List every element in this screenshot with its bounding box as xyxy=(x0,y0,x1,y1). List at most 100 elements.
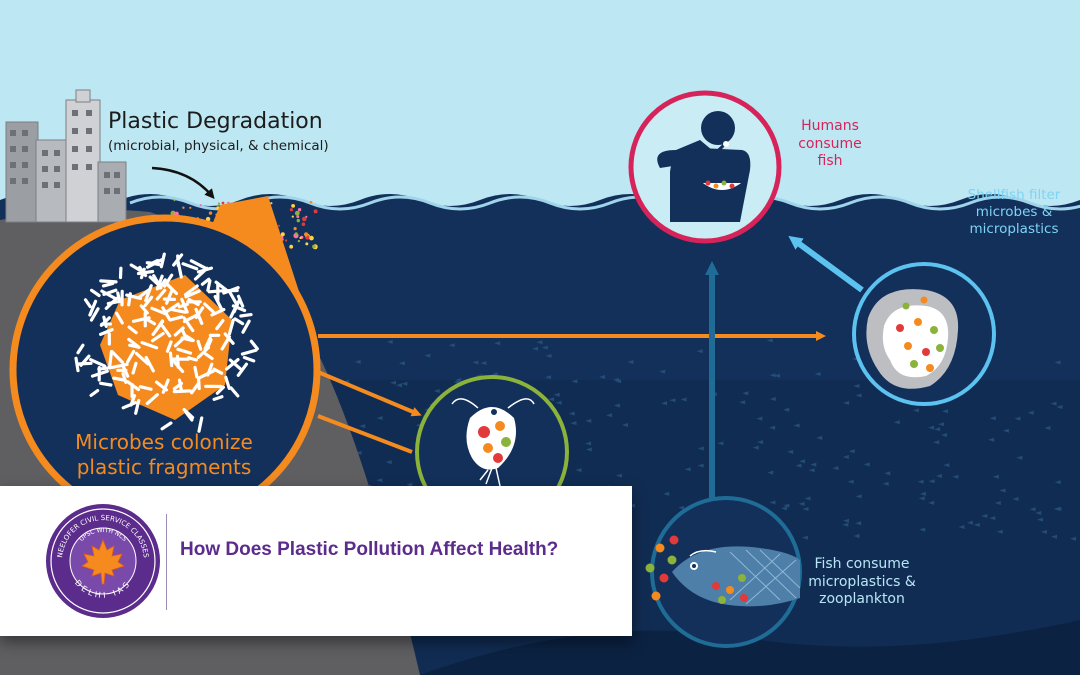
small-fish xyxy=(757,440,764,445)
small-fish xyxy=(769,373,776,378)
microbe xyxy=(99,279,118,284)
microbe xyxy=(89,307,100,322)
small-fish xyxy=(804,496,811,501)
small-fish xyxy=(376,416,383,421)
microbe xyxy=(223,332,235,345)
plastic-particle xyxy=(291,215,294,218)
plastic-particle xyxy=(289,208,293,212)
small-fish xyxy=(981,514,988,518)
small-fish xyxy=(424,353,431,358)
microbe xyxy=(160,421,173,431)
microbes-label-line: plastic fragments xyxy=(76,455,252,479)
oyster-icon xyxy=(852,262,996,406)
small-fish xyxy=(613,377,619,382)
small-fish xyxy=(448,343,455,348)
microbe xyxy=(129,263,142,272)
small-fish xyxy=(918,496,925,501)
microbe xyxy=(177,302,189,309)
small-fish xyxy=(799,459,806,464)
small-fish xyxy=(769,425,776,430)
microbe xyxy=(177,378,184,393)
human-eating-icon xyxy=(628,90,782,244)
small-fish xyxy=(669,398,676,403)
plastic-particle xyxy=(302,216,307,222)
small-fish xyxy=(1054,480,1061,485)
small-fish xyxy=(599,375,605,379)
microbe xyxy=(89,358,107,368)
small-fish xyxy=(769,500,776,505)
small-fish xyxy=(1053,506,1060,511)
small-fish xyxy=(928,500,935,505)
microbe xyxy=(184,334,195,343)
microbe xyxy=(213,295,223,310)
microbe xyxy=(97,365,117,371)
small-fish xyxy=(1044,426,1051,430)
microbe xyxy=(128,343,140,349)
plastic-particle xyxy=(309,200,313,204)
microbe xyxy=(151,332,165,343)
small-fish xyxy=(952,474,959,479)
small-fish xyxy=(853,384,860,388)
small-fish xyxy=(816,435,823,440)
microbe xyxy=(176,260,183,279)
small-fish xyxy=(1027,410,1034,415)
microbe xyxy=(127,292,132,307)
small-fish xyxy=(774,373,780,378)
microbe xyxy=(228,358,242,370)
plastic-particle xyxy=(297,239,301,243)
small-fish xyxy=(801,535,808,540)
plastic-particle xyxy=(305,242,309,246)
microbe xyxy=(125,349,136,364)
small-fish xyxy=(989,516,996,521)
small-fish xyxy=(855,393,862,398)
small-fish xyxy=(1054,360,1061,365)
humans-label-line: Humans xyxy=(801,118,859,134)
microbe xyxy=(165,302,180,314)
small-fish xyxy=(585,441,592,446)
microbe xyxy=(210,307,226,317)
small-fish xyxy=(842,455,849,459)
plastic-particle xyxy=(173,199,176,202)
plastic-particle xyxy=(289,244,294,249)
small-fish xyxy=(406,482,413,487)
microbe xyxy=(121,401,137,410)
microbe xyxy=(136,269,155,276)
diagram-title: Plastic Degradation xyxy=(108,109,323,134)
microbe xyxy=(215,385,225,395)
microbe xyxy=(150,306,168,316)
small-fish xyxy=(536,340,543,345)
microbe xyxy=(165,288,174,305)
small-fish xyxy=(545,375,551,380)
microbe xyxy=(193,266,209,281)
microbe xyxy=(228,290,238,306)
microbe xyxy=(76,361,93,366)
plastic-particle xyxy=(205,216,211,222)
plastic-particle xyxy=(182,206,185,209)
small-fish xyxy=(1037,517,1043,522)
microbe xyxy=(196,339,203,351)
plastic-particle xyxy=(309,235,314,241)
microbe xyxy=(158,278,167,290)
small-fish xyxy=(884,471,891,476)
small-fish xyxy=(386,339,393,344)
page-title: How Does Plastic Pollution Affect Health… xyxy=(180,539,559,560)
plastic-particle xyxy=(199,204,202,207)
plastic-particle xyxy=(312,244,316,249)
small-fish xyxy=(832,466,839,471)
microbe xyxy=(140,341,159,350)
microbe xyxy=(172,253,184,267)
small-fish xyxy=(928,425,935,430)
small-fish xyxy=(802,507,809,511)
small-fish xyxy=(994,501,1001,505)
plastic-particle xyxy=(301,222,306,226)
fish-label: Fish consume microplastics & zooplankton xyxy=(806,556,918,609)
plastic-particle xyxy=(296,215,300,219)
small-fish xyxy=(795,463,802,468)
small-fish xyxy=(855,521,862,526)
small-fish xyxy=(783,503,790,508)
small-fish xyxy=(717,441,724,446)
small-fish xyxy=(863,462,870,467)
small-fish xyxy=(570,421,577,426)
microbe xyxy=(212,367,224,375)
small-fish xyxy=(1029,507,1036,512)
